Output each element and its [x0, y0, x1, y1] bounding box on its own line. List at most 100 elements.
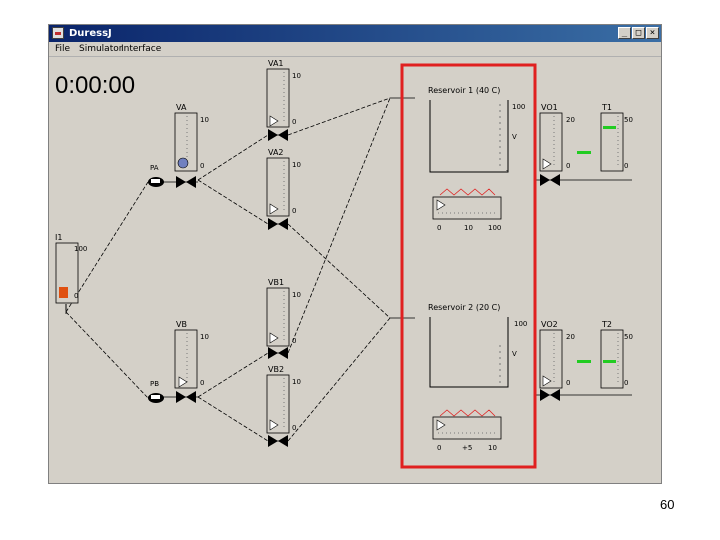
reservoir-2-scale-max: 100: [514, 320, 527, 328]
t2-gauge-max: 50: [624, 333, 633, 341]
close-button[interactable]: ×: [646, 27, 659, 39]
vo1-gauge: VO1 20 0: [539, 103, 575, 172]
valve-vb2-icon[interactable]: [268, 435, 288, 447]
t1-gauge-max: 50: [624, 116, 633, 124]
pipe-network: [65, 97, 391, 442]
heater-1-flame-icon: [439, 188, 496, 196]
heater-2[interactable]: 0 +5 10: [432, 409, 502, 452]
t2-label: T2: [601, 320, 612, 329]
vo2-gauge-max: 20: [566, 333, 575, 341]
vb2-label: VB2: [268, 365, 284, 374]
minimize-button[interactable]: _: [618, 27, 631, 39]
vo1-gauge-min: 0: [566, 162, 570, 170]
valve-vb-icon[interactable]: [176, 391, 196, 403]
va1-gauge-max: 10: [292, 72, 301, 80]
duressj-window: DuressJ _ □ × File Simulator Interface: [48, 24, 662, 484]
va-label: VA: [176, 103, 187, 112]
vb2-gauge-max: 10: [292, 378, 301, 386]
heater-2-tick-2: 10: [488, 444, 497, 452]
vb1-gauge-min: 0: [292, 337, 296, 345]
vb1-gauge: VB1 10 0: [266, 278, 301, 347]
slide-number: 60: [660, 497, 675, 512]
va-gauge: VA 10 0: [174, 103, 209, 172]
reservoir-1-scale-max: 100: [512, 103, 525, 111]
valve-va-icon[interactable]: [176, 176, 196, 188]
pump-a[interactable]: PA: [148, 157, 189, 187]
va-gauge-min: 0: [200, 162, 204, 170]
input-level-fill: [59, 287, 68, 298]
t2-gauge: T2 50 0: [600, 320, 633, 389]
valve-vo1-icon[interactable]: [540, 174, 560, 186]
t2-gauge-min: 0: [624, 379, 628, 387]
input-gauge: I1 100 0: [55, 233, 87, 310]
valve-vb1-icon[interactable]: [268, 347, 288, 359]
t1-gauge: T1 50 0: [600, 103, 633, 172]
input-gauge-max: 100: [74, 245, 87, 253]
t1-label: T1: [601, 103, 612, 112]
input-gauge-min: 0: [74, 292, 78, 300]
heater-2-flame-icon: [439, 409, 496, 417]
reservoir-highlight-box: [400, 63, 537, 469]
reservoir-1: Reservoir 1 (40 C) 100 V -: [428, 86, 525, 174]
vb-gauge: VB 10 0: [174, 320, 209, 389]
reservoir-2-level-marker: V: [512, 350, 517, 358]
pb-label: PB: [150, 380, 159, 388]
heater-1-tick-2: 100: [488, 224, 501, 232]
vo2-temp-indicator: [577, 360, 591, 363]
vo2-label: VO2: [541, 320, 558, 329]
vb1-label: VB1: [268, 278, 284, 287]
va2-gauge: VA2 10 0: [266, 148, 301, 217]
reservoir-1-label: Reservoir 1 (40 C): [428, 86, 500, 95]
vb2-gauge: VB2 10 0: [266, 365, 301, 434]
pump-b[interactable]: PB: [148, 376, 188, 403]
app-icon: [52, 27, 64, 39]
reservoir-2-label: Reservoir 2 (20 C): [428, 303, 500, 312]
heater-2-tick-1: +5: [462, 444, 472, 452]
pa-label: PA: [150, 164, 159, 172]
va2-gauge-min: 0: [292, 207, 296, 215]
valve-va1-icon[interactable]: [268, 129, 288, 141]
valve-va2-icon[interactable]: [268, 218, 288, 230]
pump-a-indicator-icon: [177, 157, 189, 169]
valve-vo2-icon[interactable]: [540, 389, 560, 401]
reservoir-1-level-marker: V: [512, 133, 517, 141]
t1-gauge-min: 0: [624, 162, 628, 170]
vo2-gauge: VO2 20 0: [539, 320, 575, 389]
vo1-gauge-max: 20: [566, 116, 575, 124]
title-bar[interactable]: DuressJ _ □ ×: [49, 25, 661, 42]
va2-label: VA2: [268, 148, 284, 157]
vb-label: VB: [176, 320, 187, 329]
pump-b-indicator-icon: [178, 376, 188, 388]
t1-temp-marker: [603, 126, 616, 129]
vo1-label: VO1: [541, 103, 558, 112]
menu-file[interactable]: File: [55, 44, 71, 54]
menu-simulator[interactable]: Simulator: [79, 44, 123, 54]
heater-1-pointer-icon: [436, 199, 446, 211]
menu-interface[interactable]: Interface: [121, 44, 162, 54]
input-label: I1: [55, 233, 62, 242]
vb2-gauge-min: 0: [292, 424, 296, 432]
vb1-gauge-max: 10: [292, 291, 301, 299]
heater-1[interactable]: 0 10 100: [432, 188, 502, 232]
maximize-button[interactable]: □: [632, 27, 645, 39]
window-title: DuressJ: [69, 28, 112, 39]
va-gauge-max: 10: [200, 116, 209, 124]
vb-gauge-min: 0: [200, 379, 204, 387]
va1-label: VA1: [268, 59, 284, 68]
t2-temp-marker: [603, 360, 616, 363]
va1-gauge: VA1 10 0: [266, 59, 301, 128]
menu-bar: File Simulator Interface: [49, 42, 661, 57]
vo2-gauge-min: 0: [566, 379, 570, 387]
vb-gauge-max: 10: [200, 333, 209, 341]
reservoir-1-scale-min: -: [506, 167, 508, 174]
va2-gauge-max: 10: [292, 161, 301, 169]
heater-1-tick-1: 10: [464, 224, 473, 232]
vo1-temp-indicator: [577, 151, 591, 154]
reservoir-2: Reservoir 2 (20 C) 100 V: [428, 303, 527, 388]
timer-display: 0:00:00: [55, 72, 135, 99]
heater-1-tick-0: 0: [437, 224, 441, 232]
heater-2-pointer-icon: [436, 419, 446, 431]
heater-2-tick-0: 0: [437, 444, 441, 452]
va1-gauge-min: 0: [292, 118, 296, 126]
